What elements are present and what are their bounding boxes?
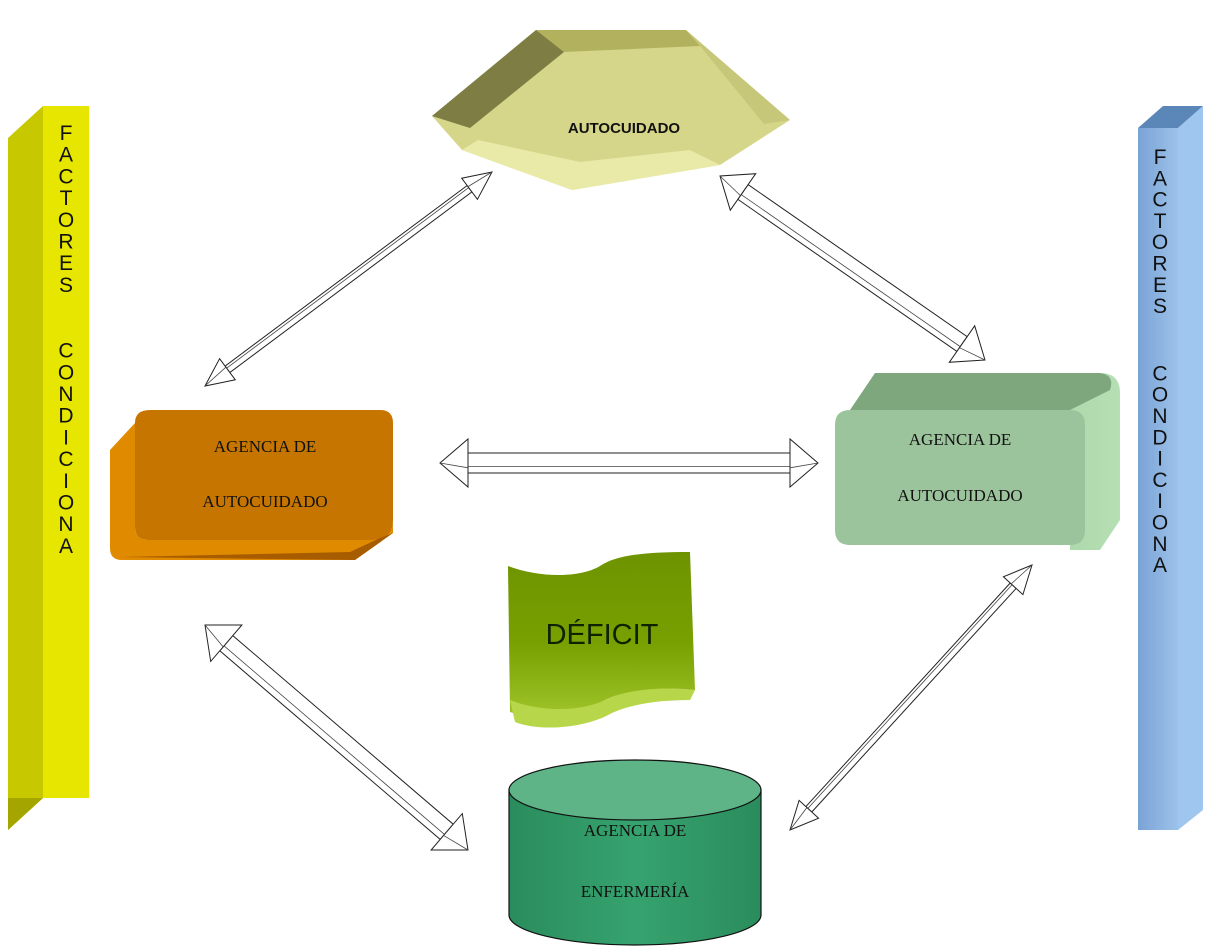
right-box-line1: AGENCIA DE — [909, 430, 1011, 449]
left-box-front — [135, 410, 393, 540]
vertical-letter: I — [63, 470, 69, 493]
vertical-letter: N — [58, 383, 73, 406]
hexagon-bottom-bevel — [462, 140, 720, 190]
right-bar-front-face — [1138, 128, 1178, 830]
left-bar-bottom-face — [8, 798, 43, 830]
enfermeria-cylinder: AGENCIA DE ENFERMERÍA — [508, 759, 762, 946]
vertical-letter: O — [1152, 384, 1168, 407]
vertical-letter: N — [58, 513, 73, 536]
vertical-letter: D — [58, 405, 73, 428]
deficit-underside — [510, 688, 695, 728]
vertical-letter: C — [1152, 469, 1167, 492]
vertical-letter: T — [1154, 210, 1167, 233]
cylinder-top — [508, 759, 762, 821]
vertical-letter: O — [58, 209, 74, 232]
vertical-letter: I — [1157, 490, 1163, 513]
vertical-letter: R — [58, 231, 73, 254]
vertical-letter: O — [1152, 231, 1168, 254]
vertical-letter: I — [1157, 448, 1163, 471]
right-bar-side-face — [1178, 106, 1203, 830]
left-box-bottom-shadow — [120, 533, 393, 560]
left-bar-front-face — [43, 106, 89, 798]
vertical-letter: R — [1152, 253, 1167, 276]
cylinder-line2: ENFERMERÍA — [581, 882, 690, 901]
vertical-letter: E — [1153, 274, 1167, 297]
vertical-letter: S — [59, 274, 73, 297]
left-box-line1: AGENCIA DE — [214, 437, 316, 456]
right-box-top — [850, 373, 1112, 410]
hexagon-top-bevel — [536, 30, 700, 52]
arrow-top-right — [719, 173, 986, 363]
arrow-bottom-left — [204, 624, 469, 851]
vertical-letter: D — [1152, 426, 1167, 449]
vertical-letter: I — [63, 426, 69, 449]
vertical-letter: F — [60, 122, 73, 145]
arrow-top-left — [204, 171, 493, 387]
left-bar-side-face — [8, 106, 43, 830]
right-box-line2: AUTOCUIDADO — [897, 486, 1022, 505]
vertical-letter: A — [59, 144, 73, 167]
connector-arrows — [204, 171, 1033, 851]
vertical-letter: O — [58, 361, 74, 384]
vertical-letter: T — [60, 187, 73, 210]
vertical-letter: C — [1152, 189, 1167, 212]
deficit-banner: DÉFICIT — [508, 552, 695, 728]
cylinder-body — [508, 789, 762, 946]
vertical-letter: O — [58, 492, 74, 515]
vertical-letter: C — [58, 165, 73, 188]
vertical-letter: N — [1152, 405, 1167, 428]
vertical-letter: O — [1152, 512, 1168, 535]
right-box-front — [835, 410, 1085, 545]
left-box-line2: AUTOCUIDADO — [202, 492, 327, 511]
autocuidado-label: AUTOCUIDADO — [568, 120, 681, 137]
hexagon-right-bevel — [686, 30, 790, 124]
vertical-letter: A — [1153, 167, 1167, 190]
deficit-label: DÉFICIT — [546, 618, 659, 651]
arrow-bottom-right — [789, 564, 1033, 831]
vertical-letter: C — [1152, 362, 1167, 385]
vertical-letter: C — [58, 340, 73, 363]
vertical-letter: A — [1153, 554, 1167, 577]
right-bar-top-face — [1138, 106, 1203, 128]
autocuidado-hexagon: AUTOCUIDADO — [432, 30, 790, 190]
hexagon-left-bevel — [432, 30, 564, 128]
right-agencia-box: AGENCIA DE AUTOCUIDADO — [835, 373, 1120, 550]
vertical-letter: A — [59, 535, 73, 558]
cylinder-line1: AGENCIA DE — [584, 821, 686, 840]
deficit-shape — [508, 552, 695, 717]
vertical-letter: N — [1152, 533, 1167, 556]
left-agencia-box: AGENCIA DE AUTOCUIDADO — [110, 410, 393, 560]
vertical-letter: C — [58, 448, 73, 471]
vertical-letter: E — [59, 252, 73, 275]
arrow-middle — [439, 437, 819, 489]
vertical-letter: S — [1153, 295, 1167, 318]
vertical-letter: F — [1154, 146, 1167, 169]
